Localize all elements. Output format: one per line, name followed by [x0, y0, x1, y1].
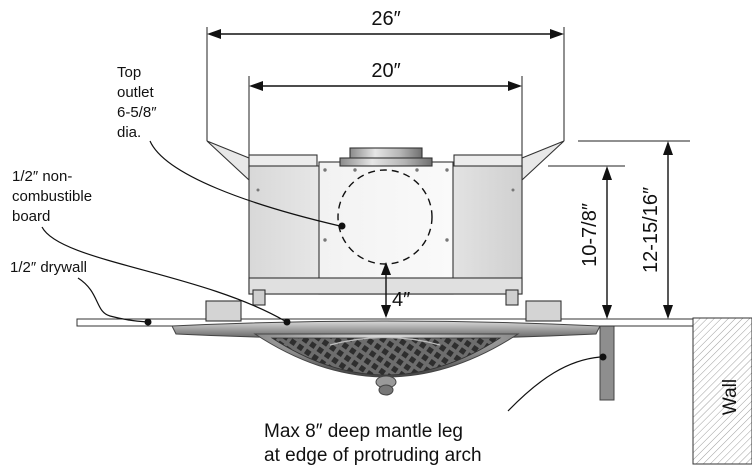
wall-label: Wall — [720, 379, 741, 415]
dimension-overall-width: 26″ — [206, 8, 565, 141]
top-outlet-line-4: dia. — [117, 124, 141, 141]
dimension-total-height: 12-15/16″ — [578, 140, 690, 319]
mantle-leg — [599, 325, 615, 401]
decorative-trim — [171, 320, 601, 396]
svg-text:dia.: dia. — [117, 124, 141, 141]
svg-text:Top: Top — [117, 64, 141, 81]
callout-top-outlet: Top outlet 6-5/8″ dia. — [117, 64, 346, 230]
callout-mantle-leg: Max 8″ deep mantle leg at edge of protru… — [264, 353, 607, 466]
noncombustible-line-3: board — [12, 208, 50, 225]
svg-text:outlet: outlet — [117, 84, 155, 101]
body-height-label: 10-7/8″ — [579, 203, 601, 267]
callout-drywall: 1/2″ drywall — [10, 259, 152, 326]
fireplace-insert — [205, 140, 565, 322]
drywall-label: 1/2″ drywall — [10, 259, 87, 276]
clearance-label: 4″ — [392, 289, 410, 311]
dimension-body-width: 20″ — [248, 60, 523, 155]
noncombustible-line-2: combustible — [12, 188, 92, 205]
noncombustible-line-1: 1/2″ non- — [12, 168, 72, 185]
dimension-clearance: 4″ — [381, 262, 410, 318]
total-height-label: 12-15/16″ — [640, 187, 662, 273]
callout-noncombustible-board: 1/2″ non- combustible board — [12, 168, 291, 326]
top-outlet-line-1: Top — [117, 64, 141, 81]
dimension-body-height: 10-7/8″ — [548, 165, 625, 319]
top-outlet-line-3: 6-5/8″ — [117, 104, 157, 121]
mantle-line-1: Max 8″ deep mantle leg — [264, 421, 463, 442]
top-outlet-circle — [337, 169, 433, 265]
overall-width-label: 26″ — [371, 8, 400, 30]
top-outlet-line-2: outlet — [117, 84, 155, 101]
wall: Wall — [692, 317, 752, 465]
svg-text:6-5/8″: 6-5/8″ — [117, 104, 157, 121]
mantle-line-2: at edge of protruding arch — [264, 445, 482, 466]
body-width-label: 20″ — [371, 60, 400, 82]
